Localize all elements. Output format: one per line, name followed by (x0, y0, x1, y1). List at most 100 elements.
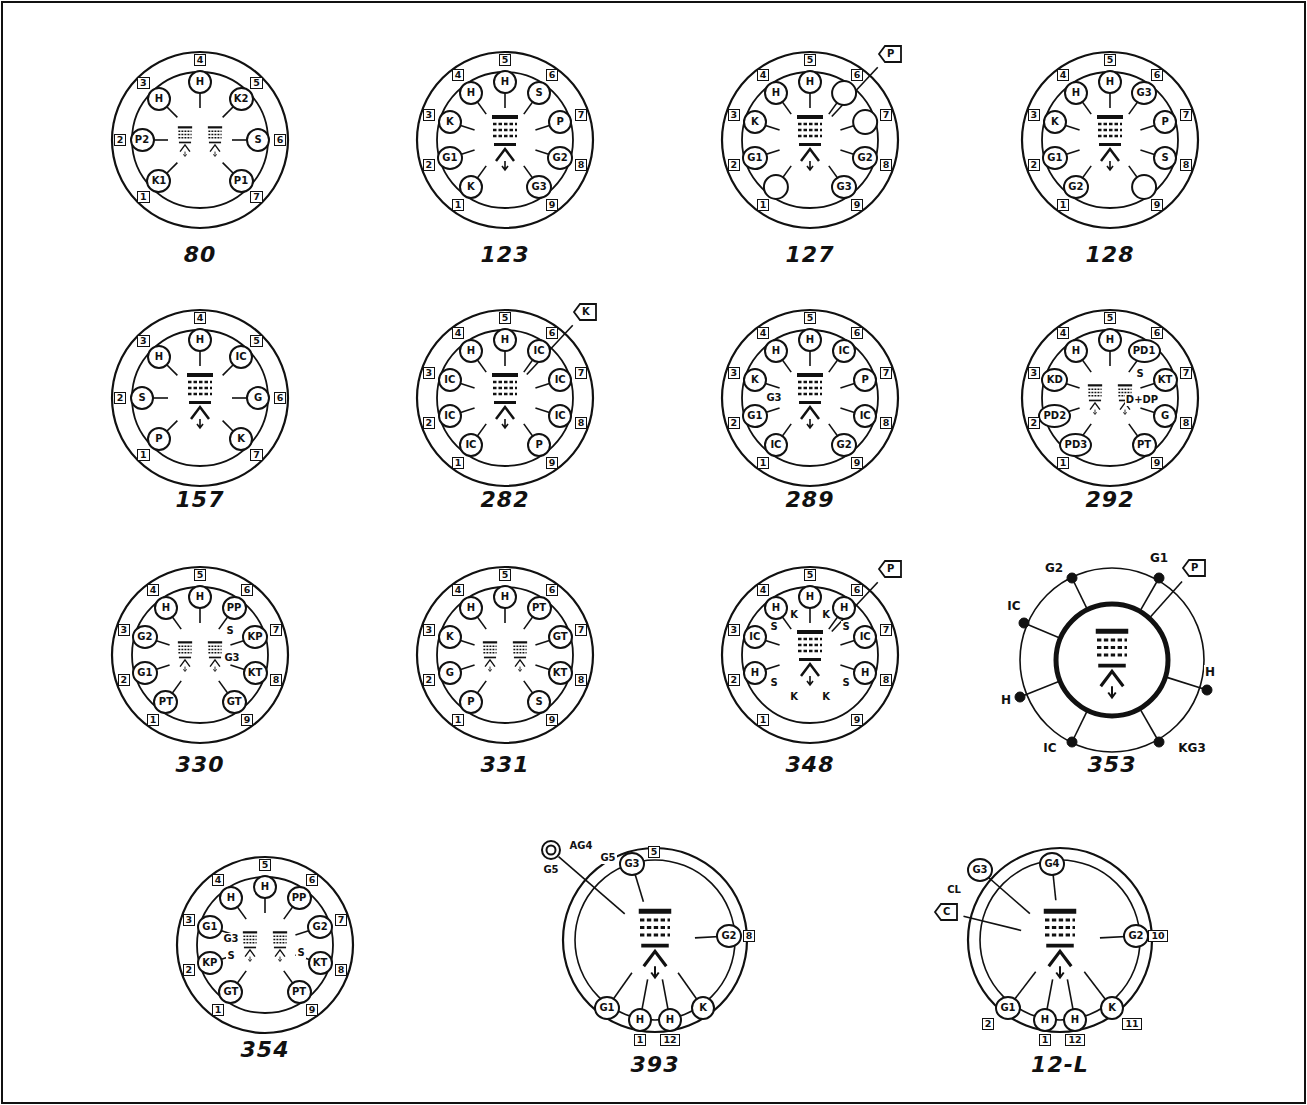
wire (1140, 578, 1159, 611)
pin-circle: K (438, 625, 462, 649)
pin-shape (1060, 434, 1091, 456)
heater (275, 950, 285, 957)
socket-drawing (112, 310, 288, 486)
heater-arrow (502, 161, 508, 170)
pin-number: 8 (270, 674, 283, 686)
pin-number: 2 (118, 674, 131, 686)
pin-circle: H (459, 596, 483, 620)
pin-number: 6 (546, 327, 559, 339)
pin-number: 7 (880, 624, 893, 636)
plate (243, 931, 257, 933)
cathode (799, 143, 821, 146)
electrode-label: P (1191, 562, 1198, 574)
heater (496, 149, 514, 161)
electrode-label: H (1041, 1014, 1049, 1026)
pin-shape (460, 340, 482, 362)
pin-circle: KP (242, 625, 268, 649)
pin-circle: G4 (1039, 852, 1065, 876)
pin-number: 5 (499, 54, 512, 66)
pin-circle: IC (853, 625, 877, 649)
pin-number: 5 (1104, 312, 1117, 324)
electrode-label: G1 (1047, 152, 1062, 164)
pin-number: 2 (982, 1018, 995, 1030)
cathode (484, 657, 496, 659)
pin-circle: H (459, 81, 483, 105)
pin-number: 1 (137, 449, 150, 461)
pin-number: 8 (575, 674, 588, 686)
pin-circle: K (1043, 110, 1067, 134)
pin-circle: H (764, 81, 788, 105)
pin-number: 3 (728, 367, 741, 379)
tube-symbol (1044, 909, 1077, 978)
electrode-label: GT (227, 696, 242, 708)
pin-circle: G2 (716, 924, 742, 948)
pin-circle: H (1064, 339, 1088, 363)
pin-shape (247, 387, 269, 409)
wire (963, 916, 1021, 930)
heater (191, 407, 209, 419)
electrode-label: G1 (1149, 551, 1169, 565)
grid (483, 649, 496, 650)
socket-drawing (112, 567, 288, 743)
grid (1098, 129, 1122, 132)
socket-ring (980, 860, 1140, 1020)
pin-shape (832, 434, 856, 456)
grid (483, 652, 496, 653)
electrode-label: IC (555, 374, 566, 386)
pin-number: 3 (137, 77, 150, 89)
pin-circle: H (853, 661, 877, 685)
electrode-label: H (1072, 87, 1080, 99)
pin-circle: GT (222, 690, 247, 714)
pin-number: 5 (648, 846, 661, 858)
tube-type-number: 348 (692, 751, 928, 779)
electrode-label: S (769, 621, 778, 633)
wire (1140, 709, 1159, 742)
pin-circle: H (1098, 328, 1122, 352)
pin-number: 9 (241, 714, 254, 726)
pin-shape (1154, 147, 1176, 169)
grid (1045, 933, 1075, 936)
socket-ring (1022, 52, 1198, 228)
electrode-label: K (789, 609, 799, 621)
electrode-label: IC (839, 345, 850, 357)
pin-number: 6 (241, 584, 254, 596)
pin-circle: PP (222, 596, 247, 620)
pin-shape (198, 916, 222, 938)
socket-ring (742, 72, 878, 208)
pin-shape (528, 340, 550, 362)
tube-type-number: 292 (992, 486, 1228, 514)
electrode-label: G2 (1044, 561, 1064, 575)
cathode (1089, 400, 1101, 402)
electrode-label: K (582, 306, 590, 318)
envelope (1056, 604, 1168, 716)
pin-shape (1044, 111, 1066, 133)
grid (243, 939, 256, 940)
electrode-label: H (751, 667, 759, 679)
tube-symbol (1097, 115, 1123, 170)
heater (180, 660, 190, 667)
grid (798, 393, 822, 396)
pin-circle: G2 (1123, 924, 1149, 948)
pin-shape (549, 369, 571, 391)
electrode-label: K (446, 631, 454, 643)
grid (493, 129, 517, 132)
electrode-label: K (1051, 116, 1059, 128)
electrode-label: KT (313, 957, 328, 969)
electrode-label: G3 (1136, 87, 1151, 99)
pin-number: 8 (880, 159, 893, 171)
electrode-label: G3 (836, 181, 851, 193)
pin-shape (549, 662, 572, 684)
tube-socket: 393G3G2G1HHK (563, 848, 747, 1087)
pin-shape (460, 176, 482, 198)
electrode-label: H (162, 602, 170, 614)
grid (243, 936, 256, 937)
pin-circle: KT (308, 951, 333, 975)
pin-circle: IC (438, 368, 462, 392)
socket-drawing (417, 567, 593, 743)
pin-circle: K (691, 996, 715, 1020)
electrode-label: KG3 (1177, 741, 1207, 755)
pin-circle: IC (438, 404, 462, 428)
wire (832, 67, 878, 116)
electrode-label: H (806, 334, 814, 346)
electrode-label: H (196, 76, 204, 88)
